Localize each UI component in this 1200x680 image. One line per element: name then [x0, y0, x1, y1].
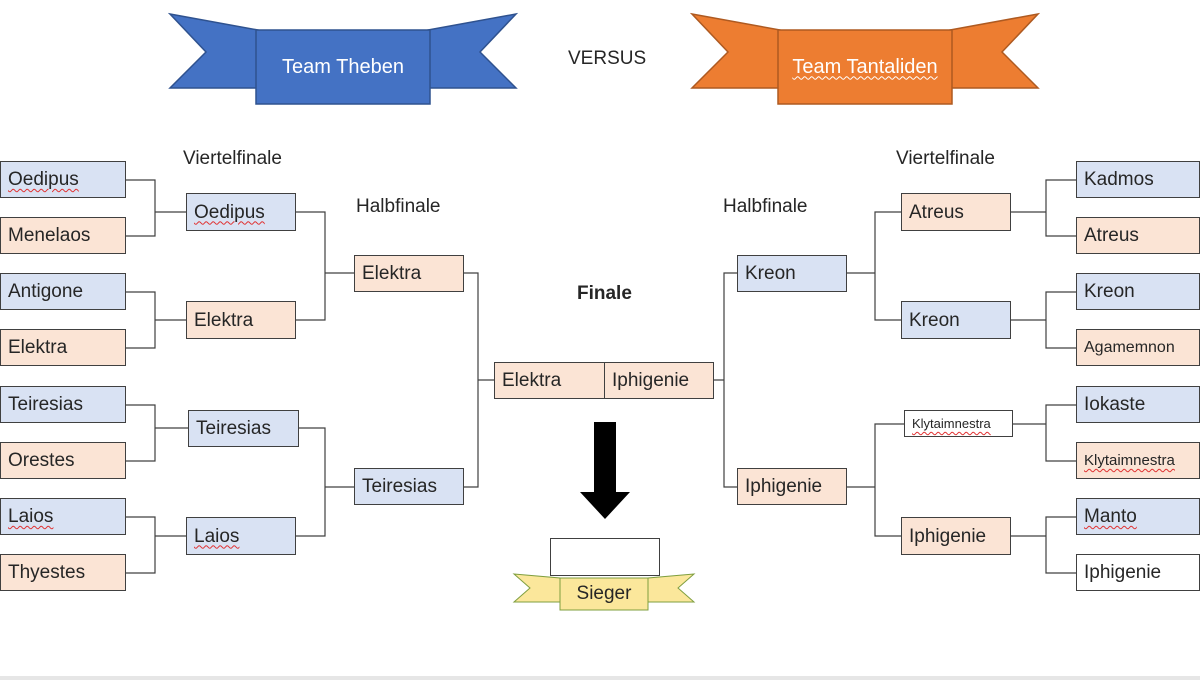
- right-quarterfinal-name-4: Iphigenie: [909, 525, 987, 547]
- left-round1-name-3: Antigone: [8, 281, 84, 302]
- left-round1-name-5: Teiresias: [8, 394, 83, 415]
- right-semifinal-name-2: Iphigenie: [745, 476, 823, 497]
- finale-label: Finale: [577, 283, 632, 304]
- right-round1-name-1: Kadmos: [1084, 169, 1154, 190]
- left-quarterfinal-name-2: Elektra: [194, 309, 254, 331]
- left-round1-name-6: Orestes: [8, 450, 75, 471]
- left-quarterfinal-slot-4[interactable]: Laios: [186, 517, 296, 555]
- bottom-scroll-edge: [0, 676, 1200, 680]
- left-round1-name-7: Laios: [8, 506, 54, 527]
- final-slot-left[interactable]: Elektra: [494, 362, 605, 399]
- team-tantaliden-label: Team Tantaliden: [792, 55, 938, 78]
- left-quarterfinal-name-4: Laios: [194, 525, 240, 547]
- right-semifinal-name-1: Kreon: [745, 263, 796, 284]
- viertelfinale-right-label: Viertelfinale: [896, 148, 995, 169]
- final-slot-right[interactable]: Iphigenie: [604, 362, 714, 399]
- team-theben-title: Team Theben: [282, 55, 404, 78]
- left-round1-slot-6[interactable]: Orestes: [0, 442, 126, 479]
- right-round1-name-2: Atreus: [1084, 225, 1139, 246]
- left-semifinal-name-2: Teiresias: [362, 476, 437, 497]
- halbfinale-left-label: Halbfinale: [356, 196, 441, 217]
- right-round1-slot-3[interactable]: Kreon: [1076, 273, 1200, 310]
- left-semifinal-slot-1[interactable]: Elektra: [354, 255, 464, 292]
- right-round1-name-8: Iphigenie: [1084, 562, 1162, 583]
- left-round1-slot-5[interactable]: Teiresias: [0, 386, 126, 423]
- right-round1-slot-4[interactable]: Agamemnon: [1076, 329, 1200, 366]
- right-round1-slot-5[interactable]: Iokaste: [1076, 386, 1200, 423]
- left-quarterfinal-name-1: Oedipus: [194, 201, 265, 223]
- left-semifinal-name-1: Elektra: [362, 263, 422, 284]
- right-semifinal-slot-2[interactable]: Iphigenie: [737, 468, 847, 505]
- left-quarterfinal-slot-1[interactable]: Oedipus: [186, 193, 296, 231]
- sieger-ribbon: [512, 573, 696, 611]
- right-quarterfinal-name-1: Atreus: [909, 201, 964, 223]
- left-round1-slot-1[interactable]: Oedipus: [0, 161, 126, 198]
- left-round1-slot-8[interactable]: Thyestes: [0, 554, 126, 591]
- right-round1-name-7: Manto: [1084, 506, 1137, 527]
- left-round1-slot-2[interactable]: Menelaos: [0, 217, 126, 254]
- team-theben-banner: [168, 12, 518, 105]
- right-quarterfinal-slot-3[interactable]: Klytaimnestra: [904, 410, 1013, 437]
- left-round1-name-8: Thyestes: [8, 562, 86, 583]
- right-round1-slot-1[interactable]: Kadmos: [1076, 161, 1200, 198]
- right-round1-name-3: Kreon: [1084, 281, 1135, 302]
- right-quarterfinal-slot-2[interactable]: Kreon: [901, 301, 1011, 339]
- left-quarterfinal-slot-2[interactable]: Elektra: [186, 301, 296, 339]
- right-quarterfinal-slot-1[interactable]: Atreus: [901, 193, 1011, 231]
- left-round1-slot-7[interactable]: Laios: [0, 498, 126, 535]
- right-quarterfinal-slot-4[interactable]: Iphigenie: [901, 517, 1011, 555]
- left-round1-slot-3[interactable]: Antigone: [0, 273, 126, 310]
- left-round1-name-4: Elektra: [8, 337, 68, 358]
- right-round1-name-6: Klytaimnestra: [1084, 452, 1175, 469]
- versus-label: VERSUS: [568, 48, 647, 69]
- left-semifinal-slot-2[interactable]: Teiresias: [354, 468, 464, 505]
- right-round1-slot-2[interactable]: Atreus: [1076, 217, 1200, 254]
- left-quarterfinal-slot-3[interactable]: Teiresias: [188, 410, 299, 447]
- left-round1-slot-4[interactable]: Elektra: [0, 329, 126, 366]
- right-round1-slot-6[interactable]: Klytaimnestra: [1076, 442, 1200, 479]
- sieger-label: Sieger: [576, 583, 632, 604]
- viertelfinale-left-label: Viertelfinale: [183, 148, 282, 169]
- halbfinale-right-label: Halbfinale: [723, 196, 808, 217]
- left-round1-name-2: Menelaos: [8, 225, 91, 246]
- right-round1-slot-7[interactable]: Manto: [1076, 498, 1200, 535]
- right-round1-name-4: Agamemnon: [1084, 338, 1175, 356]
- team-tantaliden-title: Team Tantaliden: [778, 30, 952, 104]
- down-arrow-icon: [580, 422, 630, 519]
- left-round1-name-1: Oedipus: [8, 169, 79, 190]
- right-round1-name-5: Iokaste: [1084, 394, 1146, 415]
- right-round1-slot-8[interactable]: Iphigenie: [1076, 554, 1200, 591]
- final-name-left: Elektra: [502, 370, 562, 391]
- right-quarterfinal-name-3: Klytaimnestra: [912, 416, 991, 431]
- left-quarterfinal-name-3: Teiresias: [196, 418, 271, 439]
- right-quarterfinal-name-2: Kreon: [909, 309, 960, 331]
- winner-slot[interactable]: [550, 538, 660, 576]
- team-tantaliden-banner: [690, 12, 1040, 105]
- right-semifinal-slot-1[interactable]: Kreon: [737, 255, 847, 292]
- final-name-right: Iphigenie: [612, 370, 690, 391]
